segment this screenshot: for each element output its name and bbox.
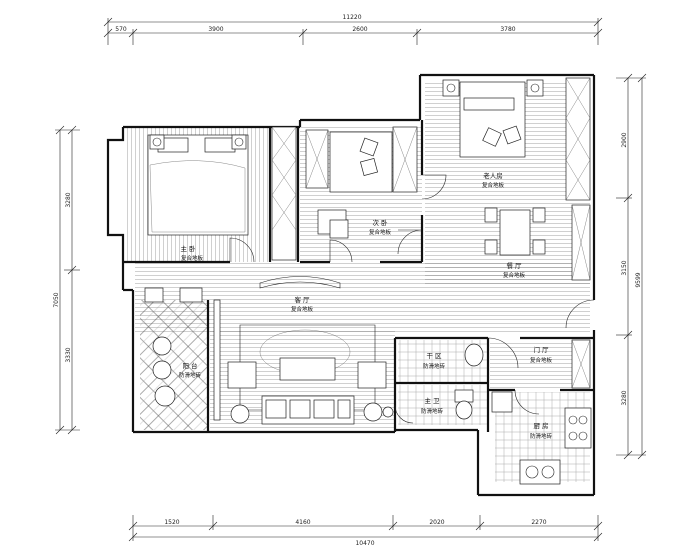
- elder-bed: [442, 79, 544, 158]
- floor-foyer: 复合地板: [530, 356, 553, 364]
- dim-bottom-total: 10470: [355, 540, 374, 547]
- dim-right-seg-1: 2900: [621, 132, 628, 147]
- second-bed: [317, 131, 393, 239]
- room-labels: 主 卧 复合地板 次 卧 复合地板 老人房 复合地板 餐 厅 复合地板 客 厅 …: [179, 171, 553, 440]
- dim-right-seg-2: 3150: [621, 260, 628, 275]
- label-master-bedroom: 主 卧: [180, 244, 196, 253]
- wardrobes: [271, 77, 591, 389]
- label-dry-area: 干 区: [426, 352, 442, 360]
- label-second-bedroom: 次 卧: [372, 218, 388, 227]
- floor-living: 复合地板: [291, 305, 314, 313]
- dim-bottom-seg-2: 4160: [295, 519, 310, 526]
- dim-bottom-seg-1: 1520: [164, 519, 179, 526]
- label-living: 客 厅: [294, 295, 310, 304]
- left-dimensions: 7050 3280 3330: [53, 125, 80, 435]
- dim-bottom-seg-4: 2270: [531, 519, 546, 526]
- floor-master-bath: 防滑地砖: [421, 407, 444, 415]
- dim-top-seg-4: 3780: [500, 26, 515, 33]
- dining-table: [484, 207, 546, 256]
- bath-fixtures: [454, 343, 513, 420]
- label-master-bath: 主 卫: [424, 396, 440, 405]
- dim-left-outer: 7050: [53, 292, 60, 307]
- walls: [106, 73, 596, 497]
- floor-kitchen: 防滑地砖: [530, 432, 553, 440]
- dim-top-total: 11220: [342, 14, 361, 21]
- dim-bottom-seg-3: 2020: [429, 519, 444, 526]
- dim-left-seg-2: 3330: [65, 347, 72, 362]
- floor-balcony: 防滑地砖: [179, 371, 202, 379]
- living-furniture: [227, 276, 394, 425]
- label-elder-room: 老人房: [483, 171, 503, 180]
- dim-top-seg-2: 3900: [208, 26, 223, 33]
- floor-master-bedroom: 复合地板: [181, 254, 204, 262]
- dim-top-seg-3: 2600: [352, 26, 367, 33]
- label-foyer: 门 厅: [533, 345, 549, 354]
- floor-dining: 复合地板: [503, 271, 526, 279]
- right-dimensions: 2900 3150 3280 9599: [616, 73, 647, 460]
- master-bed: [147, 134, 249, 236]
- top-dimensions: 11220 570 3900 2600 3780: [103, 14, 603, 45]
- dim-top-seg-1: 570: [115, 26, 127, 33]
- label-kitchen: 厨 房: [533, 421, 548, 430]
- kitchen-fixtures: [519, 407, 592, 485]
- floor-second-bedroom: 复合地板: [369, 228, 392, 236]
- balcony-furniture: [144, 287, 221, 421]
- bottom-dimensions: 1520 4160 2020 2270 10470: [128, 515, 603, 547]
- floor-dry-area: 防滑地砖: [423, 362, 446, 370]
- label-dining: 餐 厅: [506, 261, 522, 270]
- floor-elder-room: 复合地板: [482, 181, 505, 189]
- dim-left-seg-1: 3280: [65, 192, 72, 207]
- dim-right-outer: 9599: [635, 272, 642, 287]
- dim-right-seg-3: 3280: [621, 390, 628, 405]
- doors: [229, 174, 595, 424]
- label-balcony: 阳 台: [182, 361, 197, 370]
